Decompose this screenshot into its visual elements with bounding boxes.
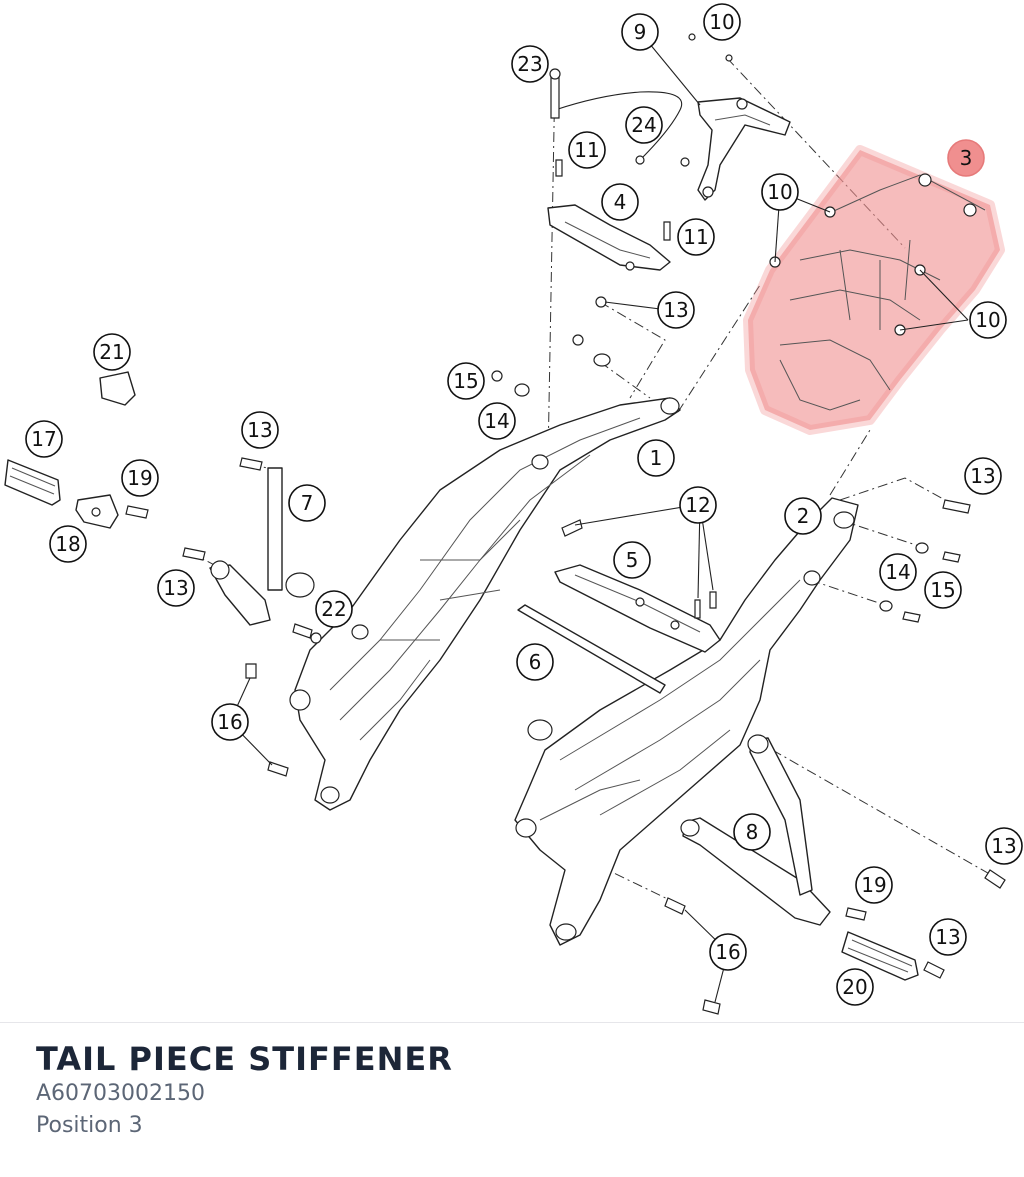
- callout-10: 10: [969, 301, 1007, 339]
- svg-text:13: 13: [663, 298, 688, 322]
- svg-text:13: 13: [991, 834, 1016, 858]
- callout-14: 14: [879, 553, 917, 591]
- svg-text:10: 10: [975, 308, 1000, 332]
- svg-text:24: 24: [631, 113, 656, 137]
- svg-text:13: 13: [247, 418, 272, 442]
- callout-17: 17: [25, 420, 63, 458]
- part-number: A60703002150: [36, 1081, 206, 1107]
- callout-16: 16: [211, 703, 249, 741]
- svg-text:9: 9: [634, 20, 647, 44]
- callout-24: 24: [625, 106, 663, 144]
- svg-text:15: 15: [930, 578, 955, 602]
- svg-text:22: 22: [321, 597, 346, 621]
- svg-text:15: 15: [453, 369, 478, 393]
- callout-13: 13: [157, 569, 195, 607]
- part-17-footpeg: [4, 459, 61, 506]
- highlight-glow: [743, 145, 1005, 435]
- callout-3-highlighted[interactable]: 3: [947, 139, 985, 177]
- callout-19: 19: [121, 459, 159, 497]
- svg-text:10: 10: [767, 180, 792, 204]
- callout-7: 7: [288, 484, 326, 522]
- svg-text:13: 13: [163, 576, 188, 600]
- callout-13: 13: [985, 827, 1023, 865]
- callout-11: 11: [677, 218, 715, 256]
- part-4-plate: [547, 204, 671, 271]
- svg-text:16: 16: [217, 710, 242, 734]
- svg-text:14: 14: [484, 409, 509, 433]
- callout-20: 20: [836, 968, 874, 1006]
- caption-divider: [0, 1022, 1024, 1023]
- svg-text:10: 10: [709, 10, 734, 34]
- part-20-footpeg: [841, 931, 919, 981]
- part-21-component: [99, 371, 136, 406]
- exploded-parts-diagram: 9 10 23 24 11 3 10 4 11 10 13 21 15 14 1…: [4, 3, 1023, 1015]
- part-5-plate: [554, 564, 721, 653]
- callout-14: 14: [478, 402, 516, 440]
- callout-9: 9: [621, 13, 659, 51]
- callout-12: 12: [679, 486, 717, 524]
- svg-text:1: 1: [650, 446, 663, 470]
- callout-8: 8: [733, 813, 771, 851]
- svg-text:4: 4: [614, 190, 627, 214]
- callout-13: 13: [241, 411, 279, 449]
- svg-text:20: 20: [842, 975, 867, 999]
- callout-15: 15: [447, 362, 485, 400]
- svg-text:12: 12: [685, 493, 710, 517]
- callout-22: 22: [315, 590, 353, 628]
- callout-1: 1: [637, 439, 675, 477]
- svg-text:19: 19: [861, 873, 886, 897]
- svg-text:18: 18: [55, 532, 80, 556]
- callout-10: 10: [703, 3, 741, 41]
- part-8-lower-strut: [680, 734, 831, 926]
- part-24-cable: [554, 91, 683, 165]
- part-6-rod: [517, 604, 666, 694]
- part-9-bracket: [680, 33, 791, 201]
- svg-text:7: 7: [301, 491, 314, 515]
- svg-text:14: 14: [885, 560, 910, 584]
- callout-21: 21: [93, 333, 131, 371]
- callout-6: 6: [516, 643, 554, 681]
- part-1-rear-frame-left: [289, 397, 681, 811]
- callout-19: 19: [855, 866, 893, 904]
- svg-text:3: 3: [960, 146, 973, 170]
- callout-13: 13: [964, 457, 1002, 495]
- callout-13: 13: [657, 291, 695, 329]
- part-title: TAIL PIECE STIFFENER: [36, 1040, 453, 1078]
- part-3-tail-piece-stiffener: [743, 145, 1005, 435]
- part-23-bolt: [549, 68, 561, 119]
- callout-4: 4: [601, 183, 639, 221]
- svg-text:17: 17: [31, 427, 56, 451]
- part-position: Position 3: [36, 1113, 143, 1139]
- svg-text:2: 2: [797, 504, 810, 528]
- svg-text:6: 6: [529, 650, 542, 674]
- svg-text:13: 13: [935, 925, 960, 949]
- svg-text:8: 8: [746, 820, 759, 844]
- callout-15: 15: [924, 571, 962, 609]
- svg-text:13: 13: [970, 464, 995, 488]
- svg-text:11: 11: [574, 138, 599, 162]
- part-18-footpeg-bracket: [75, 494, 119, 529]
- callout-16: 16: [709, 933, 747, 971]
- svg-text:11: 11: [683, 225, 708, 249]
- svg-text:21: 21: [99, 340, 124, 364]
- callout-11: 11: [568, 131, 606, 169]
- callout-18: 18: [49, 525, 87, 563]
- callout-23: 23: [511, 45, 549, 83]
- svg-text:16: 16: [715, 940, 740, 964]
- callout-5: 5: [613, 541, 651, 579]
- svg-text:23: 23: [517, 52, 542, 76]
- callout-13: 13: [929, 918, 967, 956]
- callout-2: 2: [784, 497, 822, 535]
- part-caption: TAIL PIECE STIFFENER A60703002150 Positi…: [36, 1040, 996, 1142]
- part-2-rear-frame-right: [514, 497, 859, 946]
- part-7-hanger: [182, 457, 315, 626]
- svg-text:5: 5: [626, 548, 639, 572]
- svg-text:19: 19: [127, 466, 152, 490]
- callout-10: 10: [761, 173, 799, 211]
